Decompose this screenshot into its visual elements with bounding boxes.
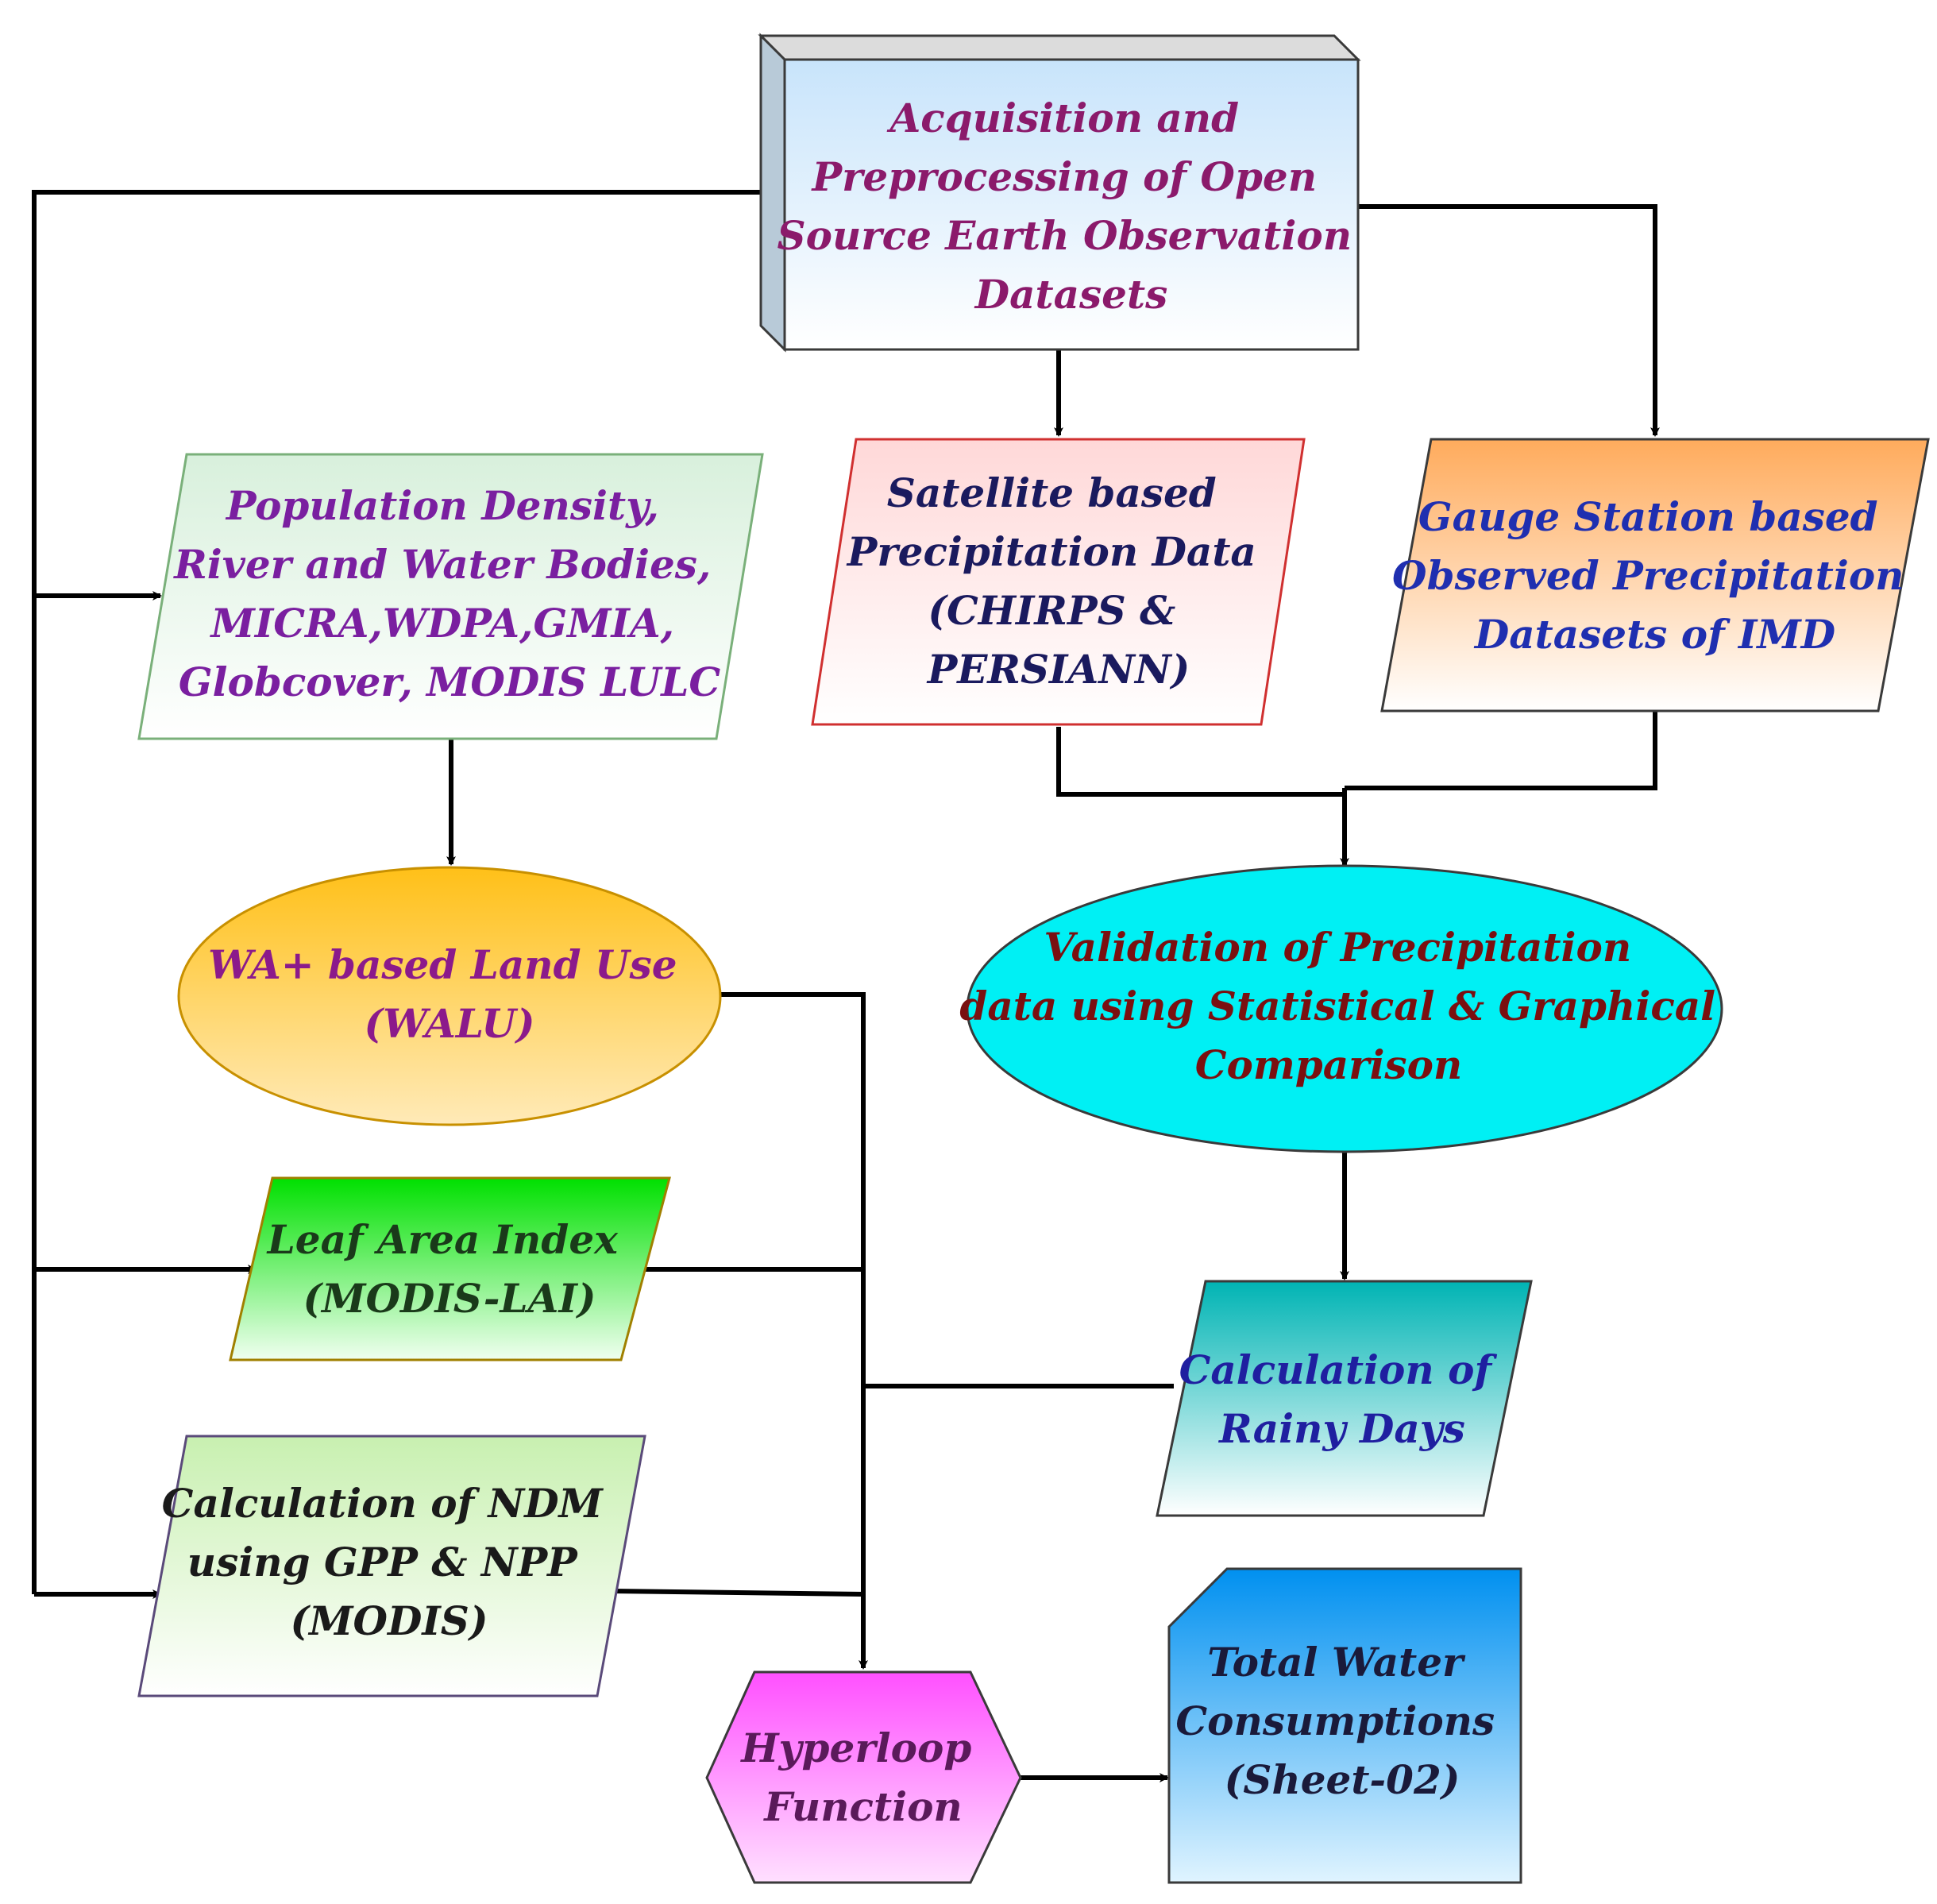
acquisition-label: Acquisition and Preprocessing of Open So… — [777, 95, 1365, 318]
rainy-line: Calculation of — [1179, 1346, 1498, 1393]
acquisition-box-face — [783, 58, 1360, 351]
node-validation: Validation of Precipitation data using S… — [959, 864, 1729, 1153]
lai-shape — [229, 1176, 671, 1361]
gauge-line: Datasets of IMD — [1473, 611, 1835, 658]
walu-shape — [177, 866, 722, 1126]
rainy-shape — [1156, 1280, 1533, 1517]
node-satellite: Satellite based Precipitation Data (CHIR… — [811, 438, 1306, 726]
node-gauge: Gauge Station based Observed Precipitati… — [1380, 438, 1930, 713]
gauge-label: Gauge Station based Observed Precipitati… — [1392, 493, 1918, 658]
walu-label: WA+ based Land Use (WALU) — [208, 941, 691, 1047]
validation-line: Comparison — [1195, 1041, 1463, 1088]
validation-label: Validation of Precipitation data using S… — [959, 924, 1729, 1088]
node-walu: WA+ based Land Use (WALU) — [177, 866, 722, 1126]
connector-satellite-to-merge — [1056, 727, 1345, 797]
connector-walu-to-collector — [721, 992, 868, 1670]
acquisition-line: Datasets — [974, 271, 1167, 318]
acquisition-line: Source Earth Observation — [777, 212, 1352, 259]
total-shape — [1167, 1567, 1522, 1884]
walu-line: (WALU) — [364, 1000, 534, 1047]
population-line: River and Water Bodies, — [172, 541, 711, 588]
ndm-line: Calculation of NDM — [162, 1480, 604, 1527]
validation-line: Validation of Precipitation — [1044, 924, 1631, 971]
acquisition-line: Preprocessing of Open — [810, 153, 1317, 200]
total-line: (Sheet-02) — [1225, 1756, 1460, 1803]
node-acquisition: Acquisition and Preprocessing of Open So… — [758, 33, 1365, 353]
satellite-line: (CHIRPS & — [928, 587, 1175, 634]
total-line: Total Water — [1207, 1639, 1466, 1686]
hyperloop-shape — [705, 1670, 1022, 1884]
population-line: Population Density, — [225, 482, 659, 529]
node-ndm: Calculation of NDM using GPP & NPP (MODI… — [137, 1435, 646, 1697]
gauge-line: Gauge Station based — [1418, 493, 1878, 540]
node-hyperloop: Hyperloop Function — [705, 1670, 1022, 1884]
population-shape — [137, 453, 764, 740]
satellite-line: PERSIANN) — [926, 646, 1190, 693]
total-label: Total Water Consumptions (Sheet-02) — [1175, 1639, 1508, 1803]
population-label: Population Density, River and Water Bodi… — [172, 482, 725, 705]
population-line: Globcover, MODIS LULC — [179, 658, 721, 705]
acquisition-box-top — [758, 34, 1361, 61]
node-population: Population Density, River and Water Bodi… — [137, 453, 764, 740]
satellite-line: Precipitation Data — [846, 528, 1256, 575]
population-line: MICRA,WDPA,GMIA, — [209, 600, 674, 647]
ndm-shape — [137, 1435, 646, 1697]
connector-ndm-to-collector — [611, 1589, 864, 1597]
ndm-line: using GPP & NPP — [187, 1539, 578, 1585]
ndm-line: (MODIS) — [290, 1597, 488, 1644]
rainy-line: Rainy Days — [1217, 1405, 1465, 1452]
ndm-label: Calculation of NDM using GPP & NPP (MODI… — [162, 1480, 617, 1644]
satellite-shape — [811, 438, 1306, 726]
gauge-shape — [1380, 438, 1930, 713]
validation-shape — [966, 864, 1723, 1153]
walu-line: WA+ based Land Use — [208, 941, 677, 988]
hyperloop-line: Function — [762, 1783, 963, 1830]
node-lai: Leaf Area Index (MODIS-LAI) — [229, 1176, 671, 1361]
node-total: Total Water Consumptions (Sheet-02) — [1167, 1567, 1522, 1884]
connector-acquisition-left-bus — [32, 190, 764, 1594]
connectors — [32, 190, 1660, 1782]
gauge-line: Observed Precipitation — [1392, 552, 1904, 599]
hyperloop-line: Hyperloop — [739, 1724, 971, 1771]
connector-gauge-to-merge — [1345, 711, 1657, 790]
lai-line: Leaf Area Index — [266, 1216, 619, 1263]
rainy-label: Calculation of Rainy Days — [1179, 1346, 1506, 1452]
acquisition-box-side — [759, 33, 786, 353]
satellite-line: Satellite based — [887, 469, 1217, 516]
total-line: Consumptions — [1175, 1697, 1495, 1744]
lai-label: Leaf Area Index (MODIS-LAI) — [266, 1216, 632, 1322]
lai-line: (MODIS-LAI) — [303, 1275, 596, 1322]
node-rainy: Calculation of Rainy Days — [1156, 1280, 1533, 1517]
satellite-label: Satellite based Precipitation Data (CHIR… — [846, 469, 1271, 693]
validation-line: data using Statistical & Graphical — [959, 983, 1715, 1029]
hyperloop-label: Hyperloop Function — [739, 1724, 986, 1830]
arrow-acquisition-to-gauge — [1358, 204, 1660, 437]
acquisition-line: Acquisition and — [886, 95, 1239, 141]
